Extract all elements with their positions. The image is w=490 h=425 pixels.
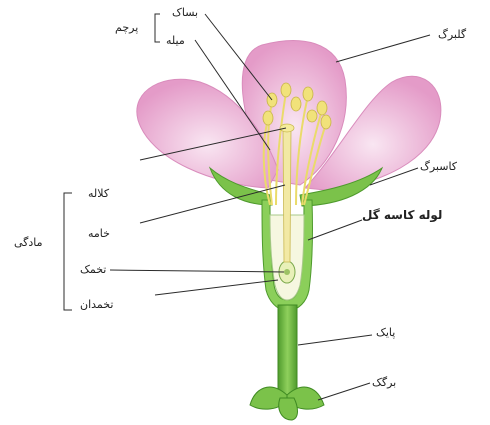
pedicel-shape bbox=[278, 305, 297, 395]
label-petal: گلبرگ bbox=[438, 28, 466, 42]
label-bract: برگک bbox=[372, 376, 396, 390]
label-ovule: تخمک bbox=[80, 263, 106, 277]
stigma-shape bbox=[280, 124, 294, 132]
label-pedicel: پایک bbox=[376, 326, 395, 340]
label-anther: بساک bbox=[172, 6, 198, 20]
label-style: خامه bbox=[88, 227, 110, 241]
style-shape bbox=[283, 130, 291, 262]
label-sepal: کاسبرگ bbox=[420, 160, 457, 174]
label-filament: میله bbox=[166, 34, 185, 48]
label-stamen-group: پرچم bbox=[115, 21, 138, 35]
label-pistil-group: مادگی bbox=[14, 236, 43, 250]
label-stigma: کلاله bbox=[88, 187, 109, 201]
label-calyx-tube: لوله کاسه گل bbox=[362, 208, 442, 222]
label-ovary: تخمدان bbox=[80, 298, 113, 312]
